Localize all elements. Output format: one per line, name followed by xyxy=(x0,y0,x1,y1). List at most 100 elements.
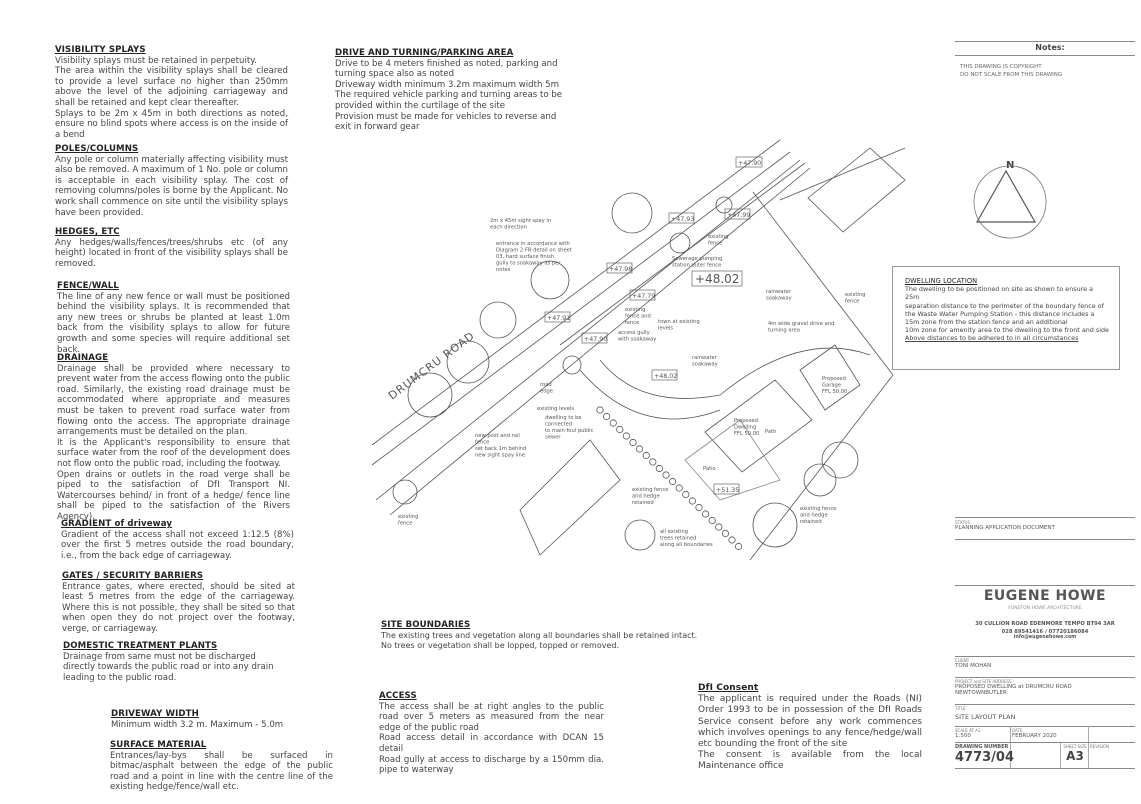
notes-heading: Notes: xyxy=(1035,43,1065,52)
plan-label-rainwater2: rainwater xyxy=(692,355,718,361)
proposed-garage xyxy=(799,344,861,411)
field-value: 1:500 xyxy=(955,733,971,739)
note-line: Minimum width 3.2 m. Maximum - 5.0m xyxy=(111,719,284,730)
plan-label-new-post: fence xyxy=(475,440,489,446)
note-title: DfI Consent xyxy=(698,683,759,693)
field-label: CLIENT xyxy=(955,658,970,663)
plan-label-gravel: 4m wide gravel drive and xyxy=(768,321,834,327)
plan-label-entrance: notes xyxy=(496,267,511,273)
note-line: Open drains or outlets in the road verge… xyxy=(57,469,290,522)
note-line: The line of any new fence or wall must b… xyxy=(57,291,290,355)
field-label: TITLE xyxy=(955,706,966,711)
plan-label-hedge2: and hedge xyxy=(800,513,828,519)
plan-label-new-post: new sight spay line xyxy=(475,453,525,459)
sheet-size: A3 xyxy=(1066,749,1084,763)
scale-field: SCALE AT A3 1:500 xyxy=(955,728,1005,739)
plan-label-road-edge: edge xyxy=(540,389,553,395)
note-title: DRIVEWAY WIDTH xyxy=(111,709,199,719)
note-line: Provision must be made for vehicles to r… xyxy=(335,111,557,133)
hedge-shrub xyxy=(728,536,736,544)
hedge-shrub xyxy=(596,406,604,414)
hedge-shrub xyxy=(602,412,611,421)
field-label: PROJECT and SITE ADDRESS xyxy=(955,679,1012,684)
plan-label-dwelling-connected: sewer xyxy=(545,435,561,441)
note-line: DO NOT SCALE FROM THIS DRAWING xyxy=(960,71,1063,78)
note-title: POLES/COLUMNS xyxy=(55,144,139,154)
boundary-trees xyxy=(624,441,859,551)
hedge-shrub xyxy=(629,438,637,447)
divider xyxy=(955,742,1135,743)
note-title: SITE BOUNDARIES xyxy=(381,620,471,630)
divider xyxy=(955,704,1135,705)
note-line: The consent is available from the local … xyxy=(698,750,922,772)
field-label: DRAWING NUMBER xyxy=(955,744,1009,750)
hedge-shrub xyxy=(688,497,697,505)
firm-email: info@eugenehowe.com xyxy=(1013,635,1077,640)
hedge-shrub xyxy=(616,425,624,434)
firm-address: 30 CULLION ROAD EDENMORE TEMPO BT94 3AR xyxy=(975,621,1115,627)
divider xyxy=(955,517,1135,518)
note-line: Entrance gates, where erected, should be… xyxy=(62,581,295,634)
firm-block: EUGENE HOWE FUNSTON HOWE ARCHITECTURE 30… xyxy=(955,588,1135,640)
hedge-shrub xyxy=(701,510,710,518)
hedge-shrub xyxy=(734,542,743,551)
hedge-shrub xyxy=(642,451,650,460)
divider xyxy=(955,677,1135,678)
note-site-boundaries: SITE BOUNDARIES The existing trees and v… xyxy=(381,620,721,652)
divider xyxy=(1060,742,1061,768)
site-boundary xyxy=(749,147,906,561)
note-title: HEDGES, ETC xyxy=(55,227,120,237)
divider xyxy=(955,656,1135,657)
plan-label-proposed-dwelling: Dwelling xyxy=(734,425,756,431)
note-emphasis: Above distances to be adhered to in all … xyxy=(905,334,1079,343)
note-title: ACCESS xyxy=(379,691,417,701)
plan-label-hedge1: retained xyxy=(632,500,654,506)
note-title: DRAINAGE xyxy=(57,353,109,363)
hedge-shrub xyxy=(655,464,664,473)
divider xyxy=(1010,726,1011,768)
note-line: Gradient of the access shall not exceed … xyxy=(61,529,294,561)
plan-label-splay: 2m x 45m sight spay in xyxy=(490,218,551,224)
plan-label-dwelling-connected: connected xyxy=(545,422,572,428)
note-gradient: GRADIENT of driveway Gradient of the acc… xyxy=(61,519,294,561)
level-label: +48.02 xyxy=(695,272,739,286)
note-driveway-width: DRIVEWAY WIDTH Minimum width 3.2 m. Maxi… xyxy=(111,709,341,730)
note-line: Driveway width minimum 3.2m maximum widt… xyxy=(335,79,560,90)
plan-label-existing-levels: existing levels xyxy=(537,406,574,412)
plan-label-new-post: new post and rail xyxy=(475,433,520,439)
field-label: SHEET SIZE xyxy=(1063,744,1087,749)
note-drive-turning: DRIVE AND TURNING/PARKING AREA Drive to … xyxy=(335,48,565,133)
plan-label-dwelling-connected: dwelling to be xyxy=(545,415,582,421)
note-line: Splays to be 2m x 45m in both directions… xyxy=(55,108,288,140)
plan-label-rainwater2: soakaway xyxy=(692,362,718,368)
title-field: TITLE SITE LAYOUT PLAN xyxy=(955,706,1135,721)
firm-name: EUGENE HOWE xyxy=(983,588,1107,604)
note-visibility-splays: VISIBILITY SPLAYS Visibility splays must… xyxy=(55,45,288,140)
note-line: The applicant is required under the Road… xyxy=(698,694,922,750)
note-line: Any pole or column materially affecting … xyxy=(55,154,288,218)
plan-label-trees: trees retained xyxy=(660,536,696,542)
hedge-shrub xyxy=(708,516,716,525)
plan-label-hedge2: existing fence xyxy=(800,506,836,512)
divider xyxy=(955,726,1135,727)
plan-label-town-levels: town at existing xyxy=(658,319,700,325)
note-domestic-treatment: DOMESTIC TREATMENT PLANTS Drainage from … xyxy=(63,641,288,683)
plan-label-existing-fence-right: existing xyxy=(845,292,865,298)
note-line: The required vehicle parking and turning… xyxy=(335,90,563,111)
plan-label-access-gully: with soakaway xyxy=(618,337,656,343)
level-label: +47.93 xyxy=(671,216,694,223)
note-surface-material: SURFACE MATERIAL Entrances/lay-bys shall… xyxy=(110,740,333,793)
plan-label-existing-fence-and-fence: fence and xyxy=(625,314,651,320)
field-value: NEWTOWNBUTLER xyxy=(955,690,1007,696)
plan-label-proposed-garage: FFL 50.00 xyxy=(822,389,847,395)
hedge-shrub xyxy=(715,523,723,531)
patio xyxy=(684,419,781,501)
field-label: SCALE AT A3 xyxy=(955,728,981,733)
hedge-shrub xyxy=(662,471,670,479)
plan-label-town-levels: levels xyxy=(658,326,673,332)
note-line: 10m zone for amenity area to the dwellin… xyxy=(905,326,1109,335)
plan-label-patio: Patio xyxy=(703,466,716,472)
field-label: REVISION xyxy=(1090,744,1110,749)
plan-label-proposed-garage: Garage xyxy=(822,383,841,389)
plan-label-existing-fence-small: existing xyxy=(398,514,418,520)
